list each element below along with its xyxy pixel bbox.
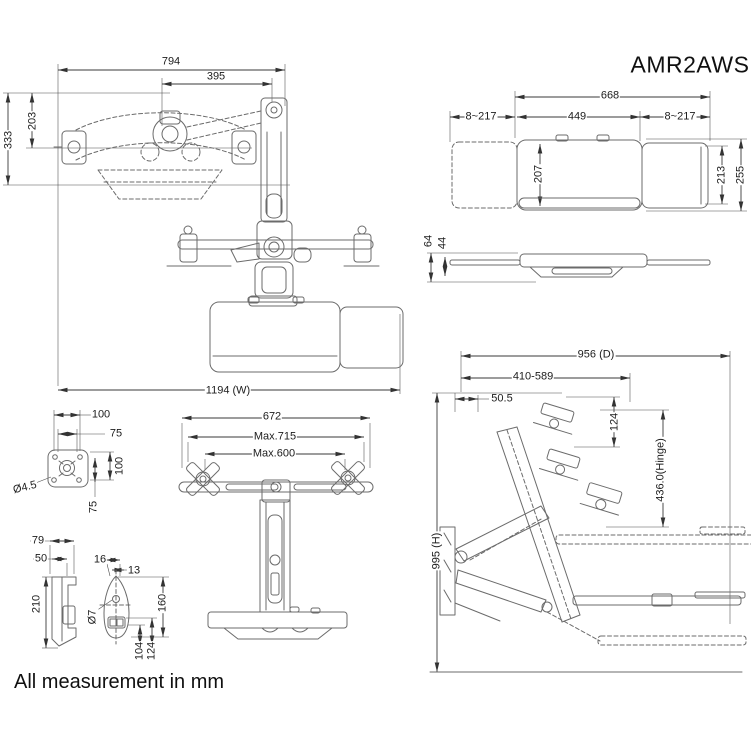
- dim-pole-nose: 16: [92, 553, 108, 566]
- dim-tray-slide-right: 8~217: [663, 110, 697, 123]
- overview-dimension-lines: [5, 67, 400, 393]
- side-view-extension-lines: [432, 351, 731, 624]
- dim-tray-inner-width: 449: [566, 110, 588, 123]
- bracket-drawing: [51, 576, 77, 647]
- front-view-drawing: [178, 461, 374, 640]
- pole-section-drawing: [99, 569, 133, 645]
- dim-overview-depth-full: 333: [2, 129, 15, 151]
- front-view-extension-lines: [181, 423, 371, 470]
- dim-tray-depth-ext: 213: [715, 164, 728, 186]
- units-note: All measurement in mm: [14, 671, 225, 693]
- dim-side-depth: 956 (D): [576, 348, 616, 361]
- dim-tray-height-total: 64: [422, 233, 435, 249]
- model-title: AMR2AWS: [630, 51, 750, 78]
- dim-front-max-inner: Max.600: [251, 447, 297, 460]
- vesa-drawing: [47, 449, 89, 488]
- dim-pole-slot-high: 124: [145, 640, 158, 662]
- dim-bracket-width: 79: [30, 534, 46, 547]
- dim-pole-offset: 13: [126, 564, 142, 577]
- bracket-dimension-lines: [43, 538, 74, 648]
- overview-extension-lines: [3, 64, 401, 394]
- dim-side-reach: 410-589: [511, 370, 555, 383]
- dim-pole-height: 160: [156, 592, 169, 614]
- dim-overview-depth-arm: 203: [26, 110, 39, 132]
- dim-vesa-h100: 100: [113, 455, 126, 477]
- overview-drawing: [53, 97, 404, 373]
- side-view-dimension-lines: [434, 353, 730, 672]
- dim-side-height: 995 (H): [430, 531, 443, 571]
- dim-pole-hole-diameter: Ø7: [86, 608, 99, 626]
- tray-top-drawing: [449, 134, 711, 278]
- dim-front-width: 672: [261, 410, 283, 423]
- dim-pole-slot-low: 104: [133, 640, 146, 662]
- tray-top-extension-lines: [427, 91, 747, 283]
- side-view-drawing: [429, 402, 751, 673]
- dim-tray-depth-full: 255: [734, 164, 747, 186]
- dim-vesa-w100: 100: [90, 408, 112, 421]
- dim-tray-width: 668: [599, 89, 621, 102]
- dim-tray-depth-inner: 207: [532, 163, 545, 185]
- dim-side-offset: 50.5: [490, 392, 514, 405]
- dim-overview-width-full: 794: [160, 55, 182, 68]
- vesa-dimension-lines: [54, 412, 113, 482]
- dim-tray-slide-left: 8~217: [464, 110, 498, 123]
- dim-overview-tray-width: 1194 (W): [204, 384, 252, 397]
- dim-bracket-inner: 50: [33, 552, 49, 565]
- dim-vesa-h75: 75: [87, 499, 100, 515]
- dim-side-gap: 124: [608, 411, 621, 433]
- dim-side-hinge: 436.0(Hinge): [654, 437, 667, 503]
- dim-bracket-height: 210: [30, 593, 43, 615]
- dim-overview-width-arm: 395: [205, 70, 227, 83]
- vesa-extension-lines: [32, 410, 114, 497]
- dim-front-max-outer: Max.715: [252, 430, 298, 443]
- dim-vesa-w75: 75: [108, 427, 124, 440]
- dim-tray-height-body: 44: [436, 235, 449, 251]
